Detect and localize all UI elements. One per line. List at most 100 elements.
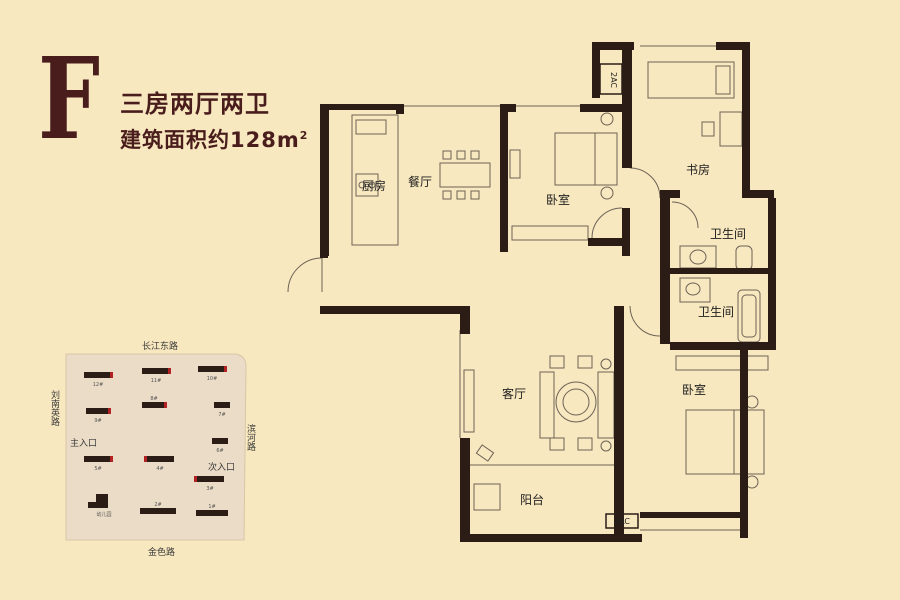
wall-living-east [614, 306, 624, 542]
label-study: 书房 [686, 162, 710, 177]
label-bedroom-south: 卧室 [682, 382, 706, 397]
building-3: 3# [194, 476, 224, 492]
bed-north [554, 132, 618, 186]
dining-chair-icon [456, 190, 466, 200]
svg-text:5#: 5# [94, 466, 101, 472]
wall-dining-bedroom [500, 108, 508, 252]
wall-living-north [320, 306, 470, 314]
stove-burner-icon [368, 181, 376, 189]
entrance-secondary: 次入口 [208, 461, 235, 473]
ac-units: 2AC 2AC [599, 63, 639, 529]
bedroom-north-door-swing [591, 207, 623, 239]
tv-cabinet-living [463, 369, 475, 433]
wall-north-kitchen [320, 104, 400, 110]
wall-south-bedroom-east [740, 348, 748, 538]
svg-text:6#: 6# [216, 448, 223, 454]
ac-label-north: 2AC [609, 72, 618, 88]
study-desk [719, 111, 743, 147]
dining-table [439, 162, 491, 188]
bed-south [685, 409, 765, 475]
lamp-icon [600, 358, 612, 370]
coffee-table-inner [562, 388, 590, 416]
wall-living-west-lower [460, 438, 470, 542]
tv-cabinet-icon [509, 149, 521, 179]
unit-letter: F [38, 34, 101, 165]
study-bed [647, 61, 735, 99]
lamp-icon [600, 440, 612, 452]
label-balcony: 阳台 [520, 492, 544, 507]
building-kindergarten: 幼儿园 [88, 494, 112, 518]
label-bath-2: 卫生间 [698, 305, 734, 319]
dining-chair-icon [442, 190, 452, 200]
bath2-bathtub-icon [737, 289, 761, 343]
label-kitchen: 厨房 [362, 178, 386, 193]
building-11: 11# [142, 368, 171, 384]
unit-area: 建筑面积约128m2 [120, 124, 308, 154]
wall-study-north-east [716, 42, 750, 50]
building-7: 7# [214, 402, 230, 418]
kitchen-counter [351, 114, 399, 246]
svg-text:幼儿园: 幼儿园 [96, 511, 111, 518]
building-5: 5# [84, 456, 113, 472]
bath1-door-swing [671, 201, 699, 229]
wall-ac-south [600, 534, 642, 542]
wall-balcony-south [460, 534, 622, 542]
svg-text:11#: 11# [151, 378, 162, 384]
label-living: 客厅 [502, 386, 526, 401]
wall-entrance-stub [320, 250, 328, 258]
road-east: 滨河路 [245, 423, 256, 452]
wall-south-bedroom-south [640, 512, 748, 518]
wall-corridor-north [622, 208, 630, 256]
label-dining: 餐厅 [408, 174, 432, 189]
road-west: 刘南英路 [49, 389, 60, 427]
svg-text:3#: 3# [206, 486, 213, 492]
room-labels: 厨房 餐厅 卧室 书房 卫生间 卫生间 客厅 卧室 阳台 [362, 162, 746, 507]
svg-text:12#: 12# [93, 382, 104, 388]
balcony-chair-icon [475, 444, 495, 462]
unit-type: 三房两厅两卫 [120, 90, 270, 118]
road-north: 长江东路 [142, 340, 178, 352]
walls [320, 42, 776, 542]
wardrobe-north [511, 225, 589, 241]
ac-box-south-frame [605, 513, 639, 529]
building-9: 9# [86, 408, 111, 424]
study-bed-pillow [715, 65, 731, 95]
study-door-swing [629, 167, 661, 199]
area-value: 128m [230, 128, 300, 152]
wall-west-kitchen [320, 106, 329, 256]
building-2: 2# [140, 502, 176, 514]
stove-burner-icon [358, 181, 366, 189]
wall-ac-west [592, 42, 600, 98]
bath1-sink-icon [689, 249, 707, 265]
armchair-icon [577, 437, 593, 451]
site-map-panel [65, 353, 247, 541]
svg-text:4#: 4# [156, 466, 163, 472]
building-1: 1# [196, 504, 228, 516]
wall-bath-north [742, 190, 774, 198]
wall-study-south [660, 190, 680, 198]
study-chair-icon [701, 121, 715, 137]
nightstand-lamp-icon [600, 112, 614, 126]
wall-study-east [742, 42, 750, 198]
bath2-sink-icon [685, 282, 701, 296]
building-6: 6# [212, 438, 228, 454]
nightstand-lamp-icon [600, 186, 614, 200]
road-south: 金色路 [148, 546, 175, 558]
bath2-vanity [679, 277, 711, 303]
sofa-main [597, 371, 615, 439]
site-buildings: 12# 11# 10# 9# 8# 7# 6# 5# 4# 3# 2# 1# 幼… [84, 366, 230, 518]
svg-text:9#: 9# [94, 418, 101, 424]
armchair-icon [577, 355, 593, 369]
building-4: 4# [144, 456, 174, 472]
label-bedroom-north: 卧室 [546, 192, 570, 207]
kitchen-stove-icon [355, 173, 379, 197]
sofa-side [539, 371, 555, 439]
wardrobe-south [675, 355, 769, 371]
svg-text:10#: 10# [207, 376, 218, 382]
entrance-door-swing [287, 257, 323, 293]
door-swings [287, 167, 699, 337]
dining-chair-icon [456, 150, 466, 160]
svg-text:2#: 2# [154, 502, 161, 508]
